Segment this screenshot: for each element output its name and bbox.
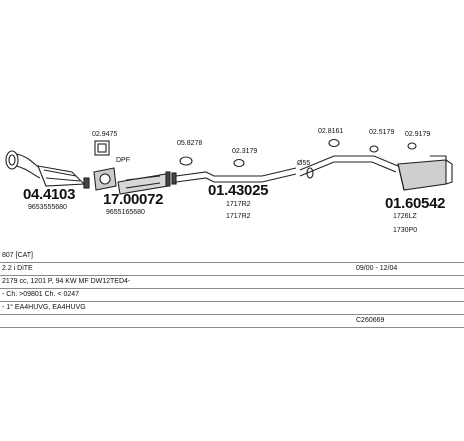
catalogue-code: C260669: [356, 317, 385, 324]
oem-number-dpf: 9655165680: [106, 209, 145, 216]
chassis-range: - Ch. >09801 Ch. < 0247: [2, 291, 80, 298]
catalytic-converter-part: [5, 150, 90, 189]
part-code-dpf-clamp: 02.9475: [92, 131, 118, 138]
table-row: - Ch. >09801 Ch. < 0247: [0, 289, 464, 302]
part-code-gasket: 05.8278: [177, 140, 203, 147]
part-code-rear-1: 02.8161: [318, 128, 344, 135]
oem-number-catalytic: 9653555680: [28, 204, 67, 211]
dpf-part: [93, 140, 171, 195]
part-code-rear-3: 02.9179: [405, 131, 431, 138]
dpf-note: DPF: [116, 157, 130, 164]
ref-middle-pipe-2: 1717R2: [226, 213, 251, 220]
production-period: 09/00 - 12/04: [356, 265, 398, 272]
table-row: C260669: [0, 315, 464, 328]
ref-rear-silencer-1: 1726LZ: [393, 213, 417, 220]
middle-pipe-part: [171, 156, 297, 185]
table-row: 2179 cc, 1201 P, 94 KW MF DW12TED4-: [0, 276, 464, 289]
rear-silencer-part: [299, 138, 453, 191]
part-number-catalytic: 04.4103: [23, 186, 76, 203]
pipe-diameter: Ø55: [297, 160, 311, 167]
engine-variant: 2.2 i DiTE: [2, 265, 33, 272]
part-code-clamp: 02.3179: [232, 148, 258, 155]
table-row: 2.2 i DiTE 09/00 - 12/04: [0, 263, 464, 276]
ref-rear-silencer-2: 1730P0: [393, 227, 418, 234]
part-code-rear-2: 02.5179: [369, 129, 395, 136]
table-row: - 1° EA4HUVG, EA4HUVG: [0, 302, 464, 315]
ref-middle-pipe-1: 1717R2: [226, 201, 251, 208]
part-number-middle-pipe: 01.43025: [208, 182, 269, 199]
engine-specs: 2179 cc, 1201 P, 94 KW MF DW12TED4-: [2, 278, 131, 285]
table-row: 807 [CAT]: [0, 250, 464, 263]
part-number-rear-silencer: 01.60542: [385, 195, 446, 212]
part-number-dpf: 17.00072: [103, 191, 164, 208]
vehicle-model: 807 [CAT]: [2, 252, 33, 259]
engine-codes: - 1° EA4HUVG, EA4HUVG: [2, 304, 86, 311]
